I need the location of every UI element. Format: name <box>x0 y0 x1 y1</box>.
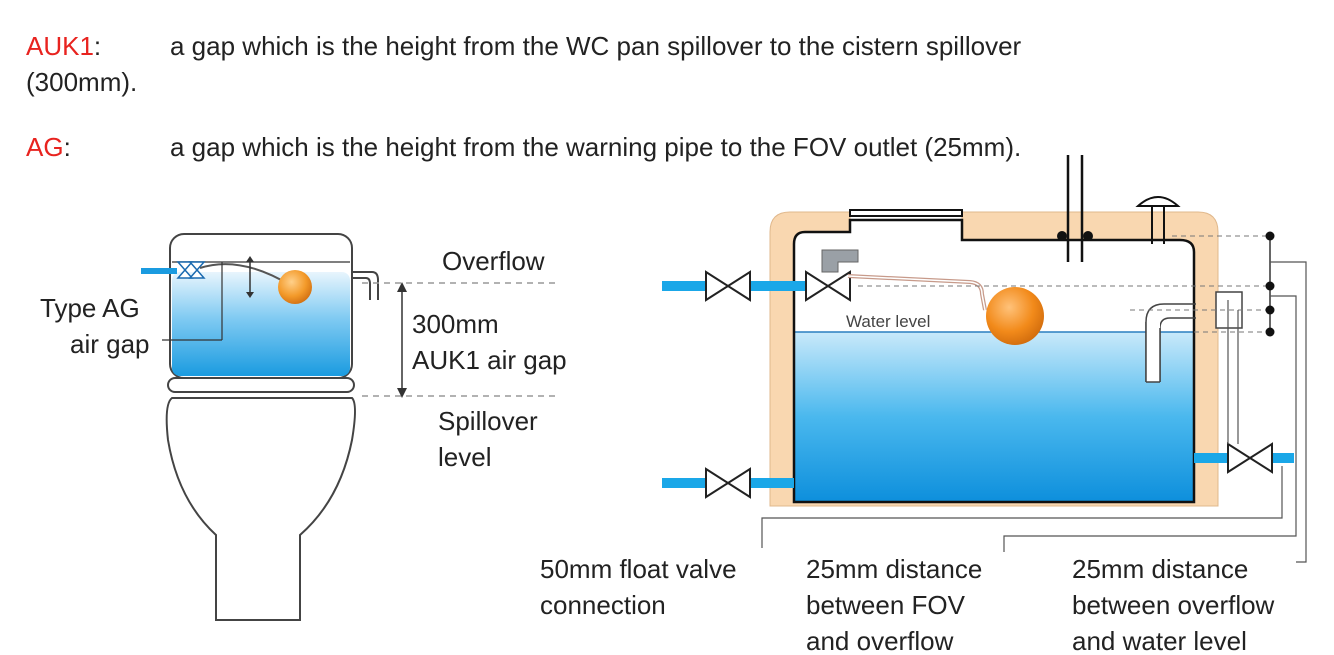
term-auk1: AUK1 <box>26 31 94 61</box>
label-air-gap: air gap <box>70 329 150 359</box>
inlet-valve-icon <box>705 270 751 302</box>
tank-water <box>794 332 1194 502</box>
vent-pipe <box>1057 155 1093 262</box>
label-water-level: Water level <box>846 312 930 331</box>
label-300mm: 300mm <box>412 309 499 339</box>
wc-diagram: Type AG air gap Overflow 300mm AUK1 air … <box>40 228 595 628</box>
toilet-bowl <box>165 397 356 621</box>
float-ball <box>986 287 1044 345</box>
label-auk1-air-gap: AUK1 air gap <box>412 345 567 375</box>
label-fov-distance: 25mm distance <box>806 554 982 584</box>
label-between-overflow: between overflow <box>1072 590 1275 620</box>
label-and-water-level: and water level <box>1072 626 1247 655</box>
inlet-pipe <box>141 268 177 274</box>
definition-auk1: AUK1: a gap which is the height from the… <box>26 28 1021 100</box>
label-spillover-level: level <box>438 442 491 472</box>
valve-icon <box>176 261 194 279</box>
definition-auk1-text: a gap which is the height from the WC pa… <box>170 31 1022 61</box>
cistern <box>169 233 353 379</box>
label-and-overflow: and overflow <box>806 626 954 655</box>
label-overflow: Overflow <box>442 246 545 276</box>
label-type-ag: Type AG <box>40 293 140 323</box>
float-valve-icon <box>805 249 859 302</box>
outlet-valve-icon <box>705 467 751 499</box>
label-connection: connection <box>540 590 666 620</box>
definition-ag-text: a gap which is the height from the warni… <box>170 132 1022 162</box>
toilet-seat <box>167 377 355 393</box>
term-ag: AG <box>26 132 64 162</box>
label-between-fov: between FOV <box>806 590 966 620</box>
definition-auk1-text-cont: (300mm). <box>26 67 138 97</box>
tank-diagram: Water level <box>540 155 1307 655</box>
mushroom-vent-icon <box>1135 196 1181 244</box>
definition-ag: AG: a gap which is the height from the w… <box>26 129 1021 165</box>
drain-valve-icon <box>1227 442 1273 474</box>
label-water-distance: 25mm distance <box>1072 554 1248 584</box>
float-ball-small <box>278 270 312 304</box>
label-spillover: Spillover <box>438 406 538 436</box>
label-float-valve: 50mm float valve <box>540 554 737 584</box>
